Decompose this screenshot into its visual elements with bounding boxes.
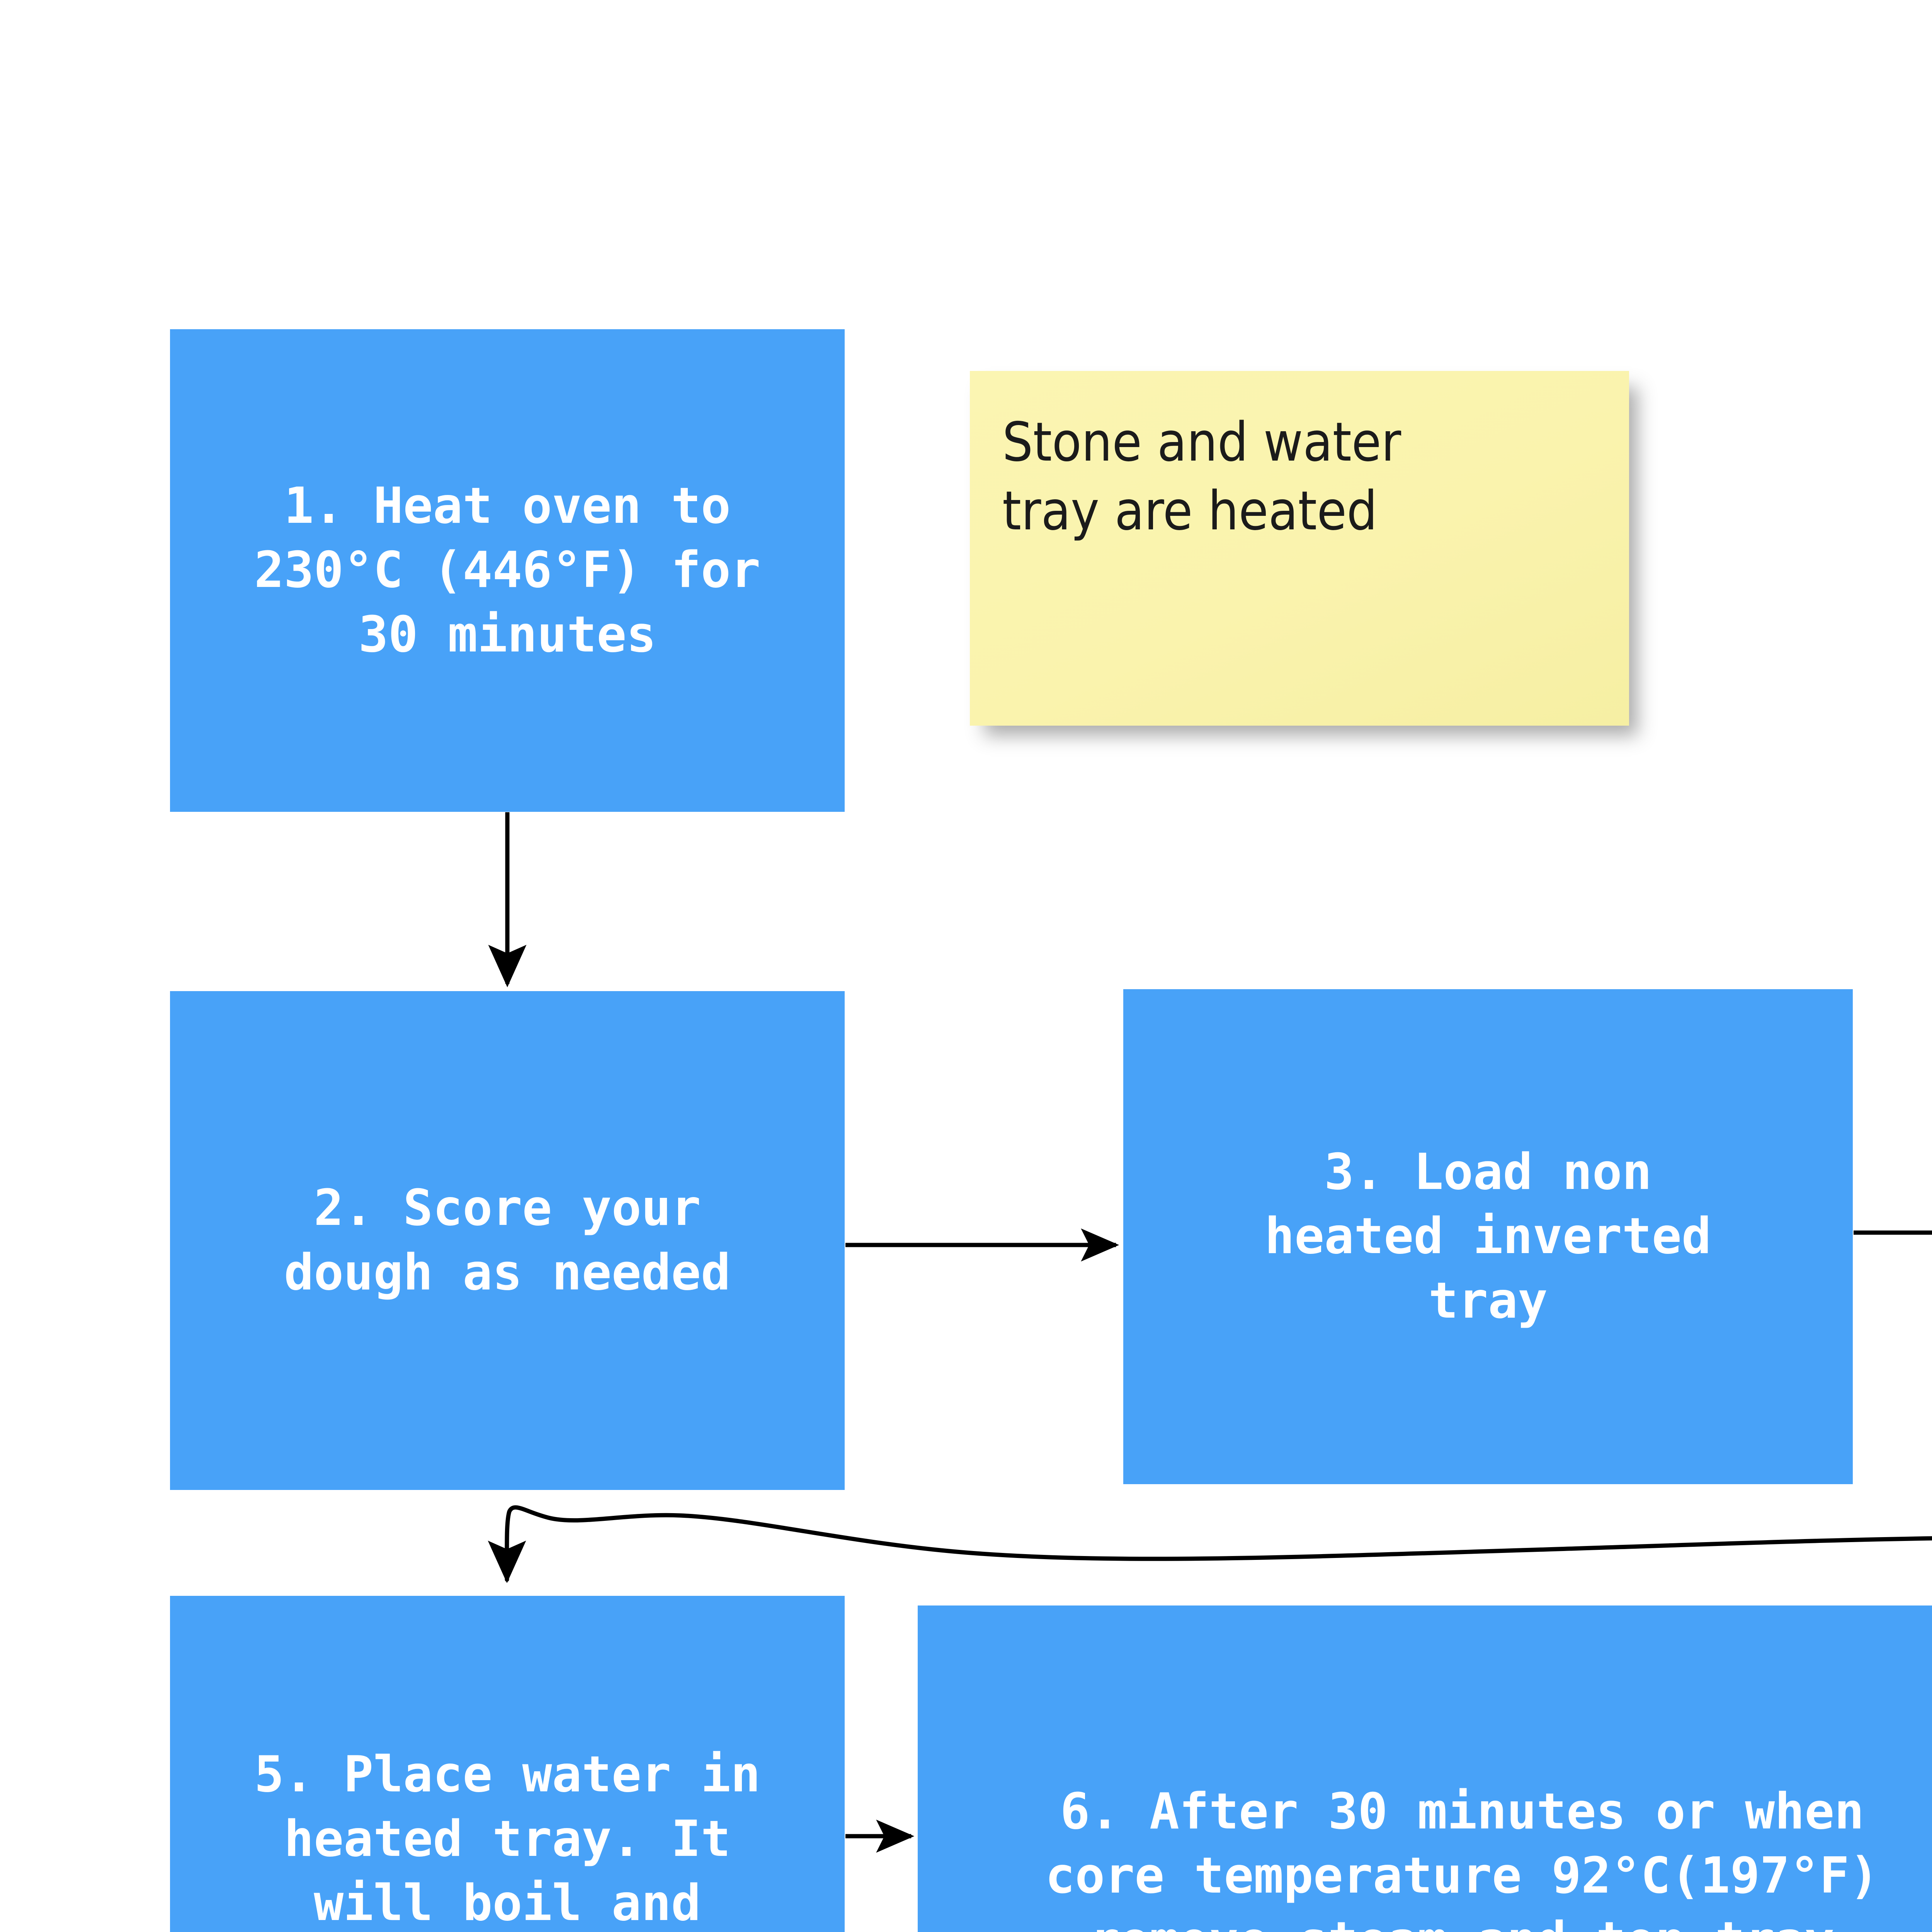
process-node-5[interactable]: 5. Place water in heated tray. It will b… <box>170 1596 845 1932</box>
process-node-6[interactable]: 6. After 30 minutes or when core tempera… <box>918 1605 1932 1932</box>
sticky-note[interactable]: Stone and water tray are heated <box>970 371 1629 726</box>
edge-4-to-5 <box>488 1505 1932 1583</box>
process-node-1[interactable]: 1. Heat oven to 230°C (446°F) for 30 min… <box>170 329 845 812</box>
process-node-6-label: 6. After 30 minutes or when core tempera… <box>1045 1782 1879 1932</box>
process-node-3[interactable]: 3. Load non heated inverted tray <box>1123 989 1853 1484</box>
process-node-2-label: 2. Score your dough as needed <box>284 1179 731 1301</box>
process-node-3-label: 3. Load non heated inverted tray <box>1265 1143 1711 1330</box>
sticky-note-text: Stone and water tray are heated <box>1002 411 1401 542</box>
process-node-2[interactable]: 2. Score your dough as needed <box>170 991 845 1490</box>
process-node-5-label: 5. Place water in heated tray. It will b… <box>254 1746 761 1932</box>
process-node-1-label: 1. Heat oven to 230°C (446°F) for 30 min… <box>254 477 761 663</box>
